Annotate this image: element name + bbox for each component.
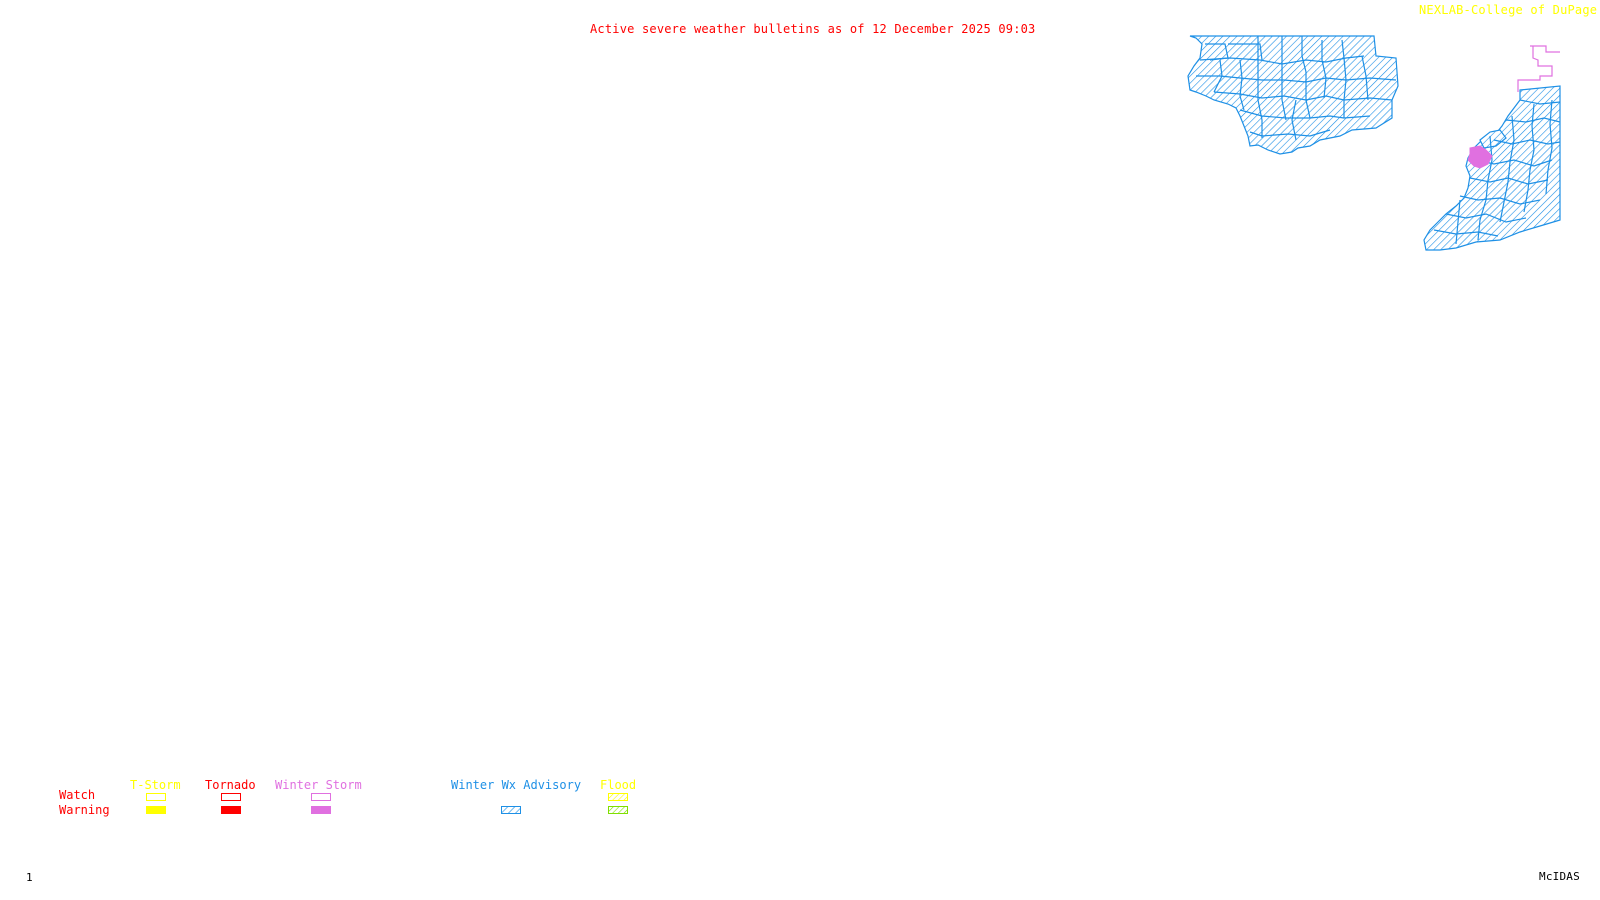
legend-tornado-warning-swatch xyxy=(221,806,241,814)
frame-number: 1 xyxy=(26,871,33,884)
winter-wx-advisory-region-northwest xyxy=(1187,35,1399,155)
credit-label: NEXLAB-College of DuPage ↘ xyxy=(1419,4,1600,17)
legend-tstorm-watch-swatch xyxy=(146,793,166,801)
legend-row-watch: Watch xyxy=(59,788,96,802)
software-label: McIDAS xyxy=(1539,870,1580,883)
winter-storm-watch-outline xyxy=(1517,45,1560,92)
winter-wx-advisory-region-east xyxy=(1423,85,1561,251)
legend-tstorm-label: T-Storm xyxy=(130,778,181,792)
legend-winter-wx-advisory-label: Winter Wx Advisory xyxy=(451,778,582,792)
legend-flood-label: Flood xyxy=(600,778,637,792)
winter-storm-warning-county xyxy=(1467,145,1493,169)
legend-row-warning: Warning xyxy=(59,803,110,817)
legend-winter-storm-label: Winter Storm xyxy=(275,778,362,792)
legend-flood-watch-swatch xyxy=(608,793,628,801)
legend-tornado-label: Tornado xyxy=(205,778,256,792)
legend-flood-warning-swatch xyxy=(608,806,628,814)
legend-tstorm-warning-swatch xyxy=(146,806,166,814)
legend-winter-storm-watch-swatch xyxy=(311,793,331,801)
legend-winter-storm-warning-swatch xyxy=(311,806,331,814)
credit-text: NEXLAB-College of DuPage xyxy=(1419,3,1598,17)
legend-winter-wx-advisory-swatch xyxy=(501,806,521,814)
map-title: Active severe weather bulletins as of 12… xyxy=(590,22,1036,36)
legend-tornado-watch-swatch xyxy=(221,793,241,801)
